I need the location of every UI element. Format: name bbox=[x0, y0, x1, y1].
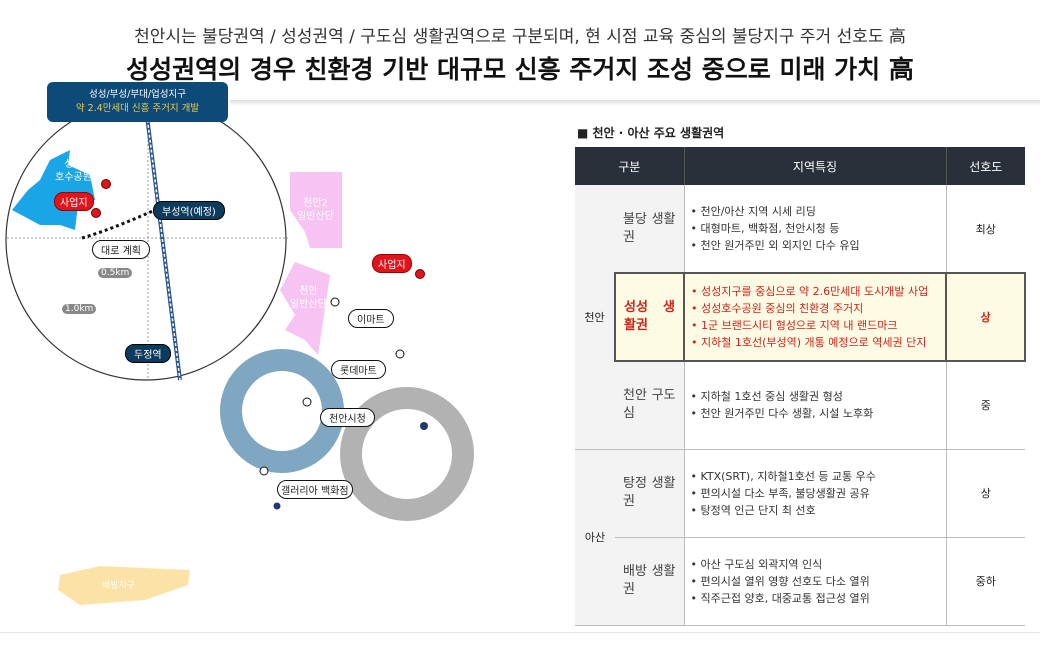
row-name: 배방 생활권 bbox=[615, 537, 685, 626]
row-name: 탕정 생활권 bbox=[615, 449, 685, 538]
subtitle: 천안시는 불당권역 / 성성권역 / 구도심 생활권역으로 구분되며, 현 시점… bbox=[134, 27, 906, 47]
page-title: 성성권역의 경우 친환경 기반 대규모 신흥 주거지 조성 중으로 미래 가치 … bbox=[126, 55, 914, 84]
col-header: 지역특징 bbox=[684, 147, 947, 185]
ring-old-town bbox=[340, 387, 474, 521]
row-pref: 상 bbox=[945, 272, 1026, 362]
row-pref: 최상 bbox=[946, 185, 1025, 274]
table-row: 천안 구도심• 지하철 1호선 중심 생활권 형성• 천안 원거주민 다수 생활… bbox=[575, 361, 1025, 450]
galleria-label: 갤러리아 백화점 bbox=[277, 480, 353, 499]
row-features: • 지하철 1호선 중심 생활권 형성• 천안 원거주민 다수 생활, 시설 노… bbox=[684, 361, 947, 450]
emart-label: 이마트 bbox=[348, 309, 394, 328]
row-features: • KTX(SRT), 지하철1호선 등 교통 우수• 편의시설 다소 부족, … bbox=[684, 449, 947, 538]
distance-10-label: 1.0km bbox=[62, 304, 97, 314]
zoom-circle bbox=[5, 99, 287, 381]
baebang-zone bbox=[58, 566, 190, 605]
table-row: 배방 생활권• 아산 구도심 외곽지역 인식• 편의시설 열위 영향 선호도 다… bbox=[575, 537, 1025, 626]
col-header: 선호도 bbox=[946, 147, 1025, 185]
station-busung-label: 부성역(예정) bbox=[153, 201, 225, 220]
col-header: 구분 bbox=[575, 147, 685, 185]
road-plan-label: 대로 계획 bbox=[92, 240, 150, 259]
row-name: 천안 구도심 bbox=[615, 361, 685, 450]
industrial2-label: 천안2 일반산단 bbox=[297, 198, 334, 222]
development-callout: 성성/부성/부대/업성지구 약 2.4만세대 신흥 주거지 개발 bbox=[47, 82, 228, 122]
marker-dot bbox=[420, 422, 428, 430]
site-label-2: 사업지 bbox=[372, 254, 412, 273]
row-pref: 상 bbox=[946, 449, 1025, 538]
callout-line1: 성성/부성/부대/업성지구 bbox=[88, 89, 186, 100]
divider bbox=[230, 100, 1040, 106]
lotte-label: 롯데마트 bbox=[331, 360, 386, 379]
marker-dot bbox=[273, 502, 281, 510]
table-row-highlight: 성성 생활권• 성성지구를 중심으로 약 2.6만세대 도시개발 사업• 성성호… bbox=[575, 272, 1026, 362]
group-asan: 아산 bbox=[575, 449, 615, 626]
row-name: 불당 생활권 bbox=[615, 185, 685, 274]
row-pref: 중하 bbox=[946, 537, 1025, 626]
station-dujeong-label: 두정역 bbox=[125, 344, 171, 363]
distance-05-label: 0.5km bbox=[98, 268, 133, 278]
row-features: • 천안/아산 지역 시세 리딩• 대형마트, 백화점, 천안시청 등• 천안 … bbox=[684, 185, 947, 274]
group-cheonan: 천안 bbox=[575, 185, 615, 450]
park-label: 성성 호수공원 bbox=[55, 159, 92, 183]
footer-divider bbox=[0, 632, 1040, 633]
row-features: • 아산 구도심 외곽지역 인식• 편의시설 열위 영향 선호도 다소 열위• … bbox=[684, 537, 947, 626]
callout-line2: 약 2.4만세대 신흥 주거지 개발 bbox=[75, 103, 200, 114]
industrial-zone bbox=[280, 262, 330, 355]
row-name: 성성 생활권 bbox=[614, 272, 685, 362]
site-label: 사업지 bbox=[54, 192, 94, 211]
baebang-label: 배방지구 bbox=[102, 581, 136, 591]
ring-buldang bbox=[220, 349, 344, 473]
section-title: ■ 천안 · 아산 주요 생활권역 bbox=[577, 126, 725, 140]
industrial-zone-2 bbox=[290, 172, 342, 248]
row-pref: 중 bbox=[946, 361, 1025, 450]
industrial-label: 천안 일반산단 bbox=[290, 286, 327, 310]
cityhall-label: 천안시청 bbox=[320, 408, 375, 427]
row-features: • 성성지구를 중심으로 약 2.6만세대 도시개발 사업• 성성호수공원 중심… bbox=[683, 272, 947, 362]
